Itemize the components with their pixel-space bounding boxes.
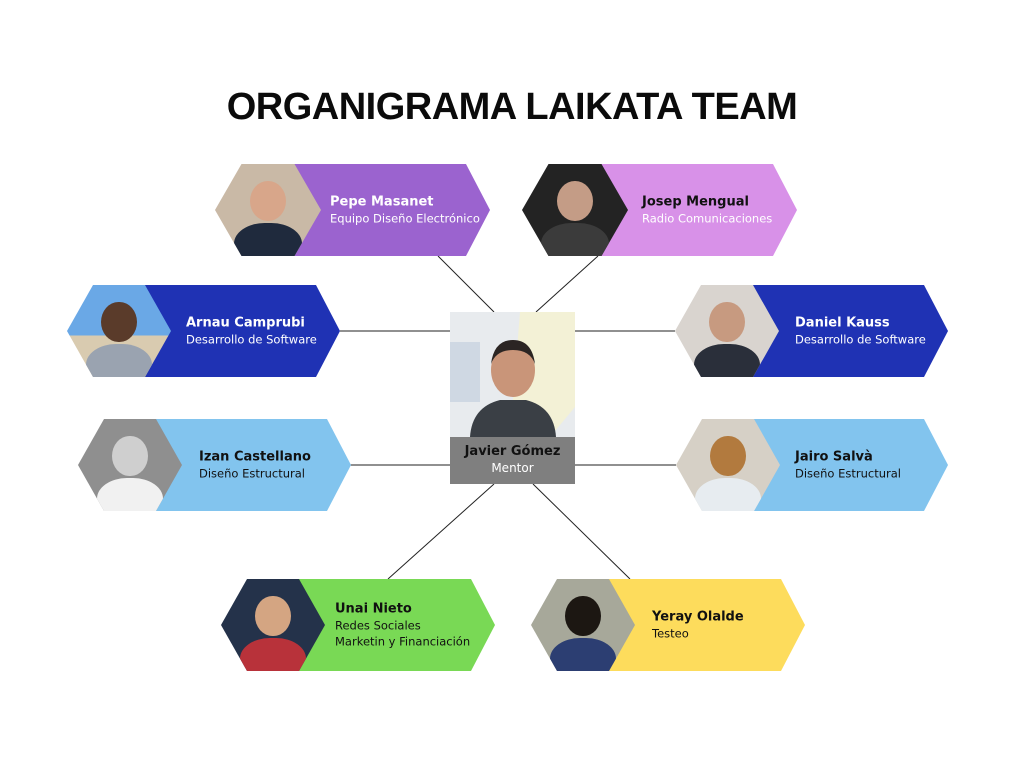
mentor-portrait [450,312,575,437]
mentor-card: Javier Gómez Mentor [450,312,575,484]
member-band [151,419,351,511]
member-card-jairo-salva: Jairo Salvà Diseño Estructural [676,419,948,511]
member-photo [522,164,628,256]
member-card-josep-mengual: Josep Mengual Radio Comunicaciones [522,164,797,256]
member-role: Redes Sociales [335,618,421,633]
member-band [597,164,797,256]
member-role: Diseño Estructural [199,466,305,481]
member-band [140,285,340,377]
member-band [748,285,948,377]
member-role: Desarrollo de Software [186,332,317,347]
member-card-daniel-kauss: Daniel Kauss Desarrollo de Software [675,285,948,377]
member-name: Pepe Masanet [330,194,434,210]
page-title: ORGANIGRAMA LAIKATA TEAM [226,86,798,128]
member-card-unai-nieto: Unai Nieto Redes Sociales Marketin y Fin… [221,579,495,671]
member-name: Izan Castellano [199,449,311,465]
member-role: Marketin y Financiación [335,634,471,649]
member-role: Equipo Diseño Electrónico [330,211,480,226]
member-card-arnau-camprubi: Arnau Camprubi Desarrollo de Software [67,285,340,377]
member-name: Yeray Olalde [652,609,744,625]
member-name: Daniel Kauss [795,315,890,331]
member-role: Testeo [652,626,689,641]
member-card-izan-castellano: Izan Castellano Diseño Estructural [78,419,351,511]
member-band [605,579,805,671]
member-name: Arnau Camprubi [186,315,305,331]
member-band [295,579,495,671]
member-band [290,164,490,256]
member-role: Diseño Estructural [795,466,901,481]
connector-line [437,255,495,313]
connector-line [532,483,631,580]
connector-line [387,483,495,580]
member-photo [78,419,182,511]
member-card-pepe-masanet: Pepe Masanet Equipo Diseño Electrónico [215,164,490,256]
member-name: Unai Nieto [335,601,412,617]
mentor-name: Javier Gómez [464,444,561,459]
member-band [748,419,948,511]
mentor-photo [450,312,575,437]
mentor-caption: Javier Gómez Mentor [450,437,575,484]
member-name: Jairo Salvà [795,449,873,465]
connector-line [535,255,599,313]
member-role: Radio Comunicaciones [642,211,773,226]
member-name: Josep Mengual [642,194,749,210]
mentor-role: Mentor [491,461,534,475]
member-card-yeray-olalde: Yeray Olalde Testeo [531,579,805,671]
member-photo [67,285,171,377]
member-role: Desarrollo de Software [795,332,926,347]
